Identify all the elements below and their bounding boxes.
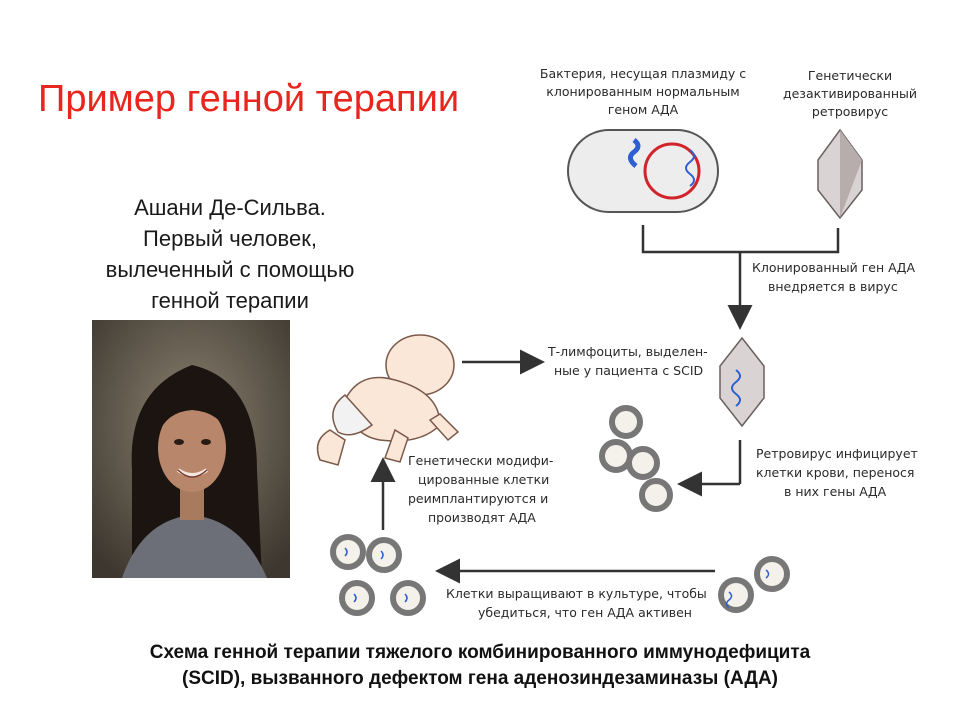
retrovirus-icon [817, 128, 863, 220]
scheme-caption: Схема генной терапии тяжелого комбиниров… [40, 640, 920, 692]
infect-label-line: клетки крови, перенося [756, 465, 914, 480]
cultured-cells-group [330, 534, 426, 616]
blood-cells-group [599, 405, 673, 512]
bacteria-label-line: Бактерия, несущая плазмиду с [540, 66, 746, 81]
page-title: Пример генной терапии [38, 78, 460, 120]
t-cells-label-line: Т-лимфоциты, выделен- [547, 344, 708, 359]
person-caption-line: Первый человек, [143, 226, 317, 251]
modified-retrovirus-icon [719, 336, 765, 428]
bacterium-illustration [567, 129, 719, 213]
reimplant-label-line: цированные клетки [418, 472, 549, 487]
person-caption-line: генной терапии [151, 288, 309, 313]
reimplant-label-line: реимплантируются и [408, 491, 548, 506]
gene-insert-label-line: Клонированный ген АДА [752, 260, 915, 275]
reimplant-label-line: Генетически модифи- [408, 453, 553, 468]
infected-cells-group [718, 556, 790, 613]
infect-label-line: в них гены АДА [784, 484, 887, 499]
reimplant-label-line: производят АДА [428, 510, 536, 525]
retrovirus-label-line: дезактивированный [783, 86, 917, 101]
caption-line: Схема генной терапии тяжелого комбиниров… [149, 642, 811, 663]
person-caption-line: Ашани Де-Сильва. [134, 195, 326, 220]
infect-label-line: Ретровирус инфицирует [756, 446, 918, 461]
person-caption: Ашани Де-Сильва. Первый человек, вылечен… [30, 192, 430, 316]
culture-label-line: Клетки выращивают в культуре, чтобы [446, 586, 707, 601]
bacteria-label-line: геном АДА [608, 102, 679, 117]
caption-line: (SCID), вызванного дефектом гена аденози… [182, 668, 778, 689]
baby-illustration [316, 334, 460, 466]
person-photo [92, 320, 290, 578]
t-cells-label-line: ные у пациента с SCID [554, 363, 703, 378]
retrovirus-label-line: ретровирус [812, 104, 888, 119]
bacteria-label-line: клонированным нормальным [546, 84, 739, 99]
culture-label-line: убедиться, что ген АДА активен [478, 605, 692, 620]
gene-insert-label-line: внедряется в вирус [768, 279, 898, 294]
join-bracket [641, 225, 840, 254]
retrovirus-label-line: Генетически [808, 68, 892, 83]
person-caption-line: вылеченный с помощью [105, 257, 355, 282]
